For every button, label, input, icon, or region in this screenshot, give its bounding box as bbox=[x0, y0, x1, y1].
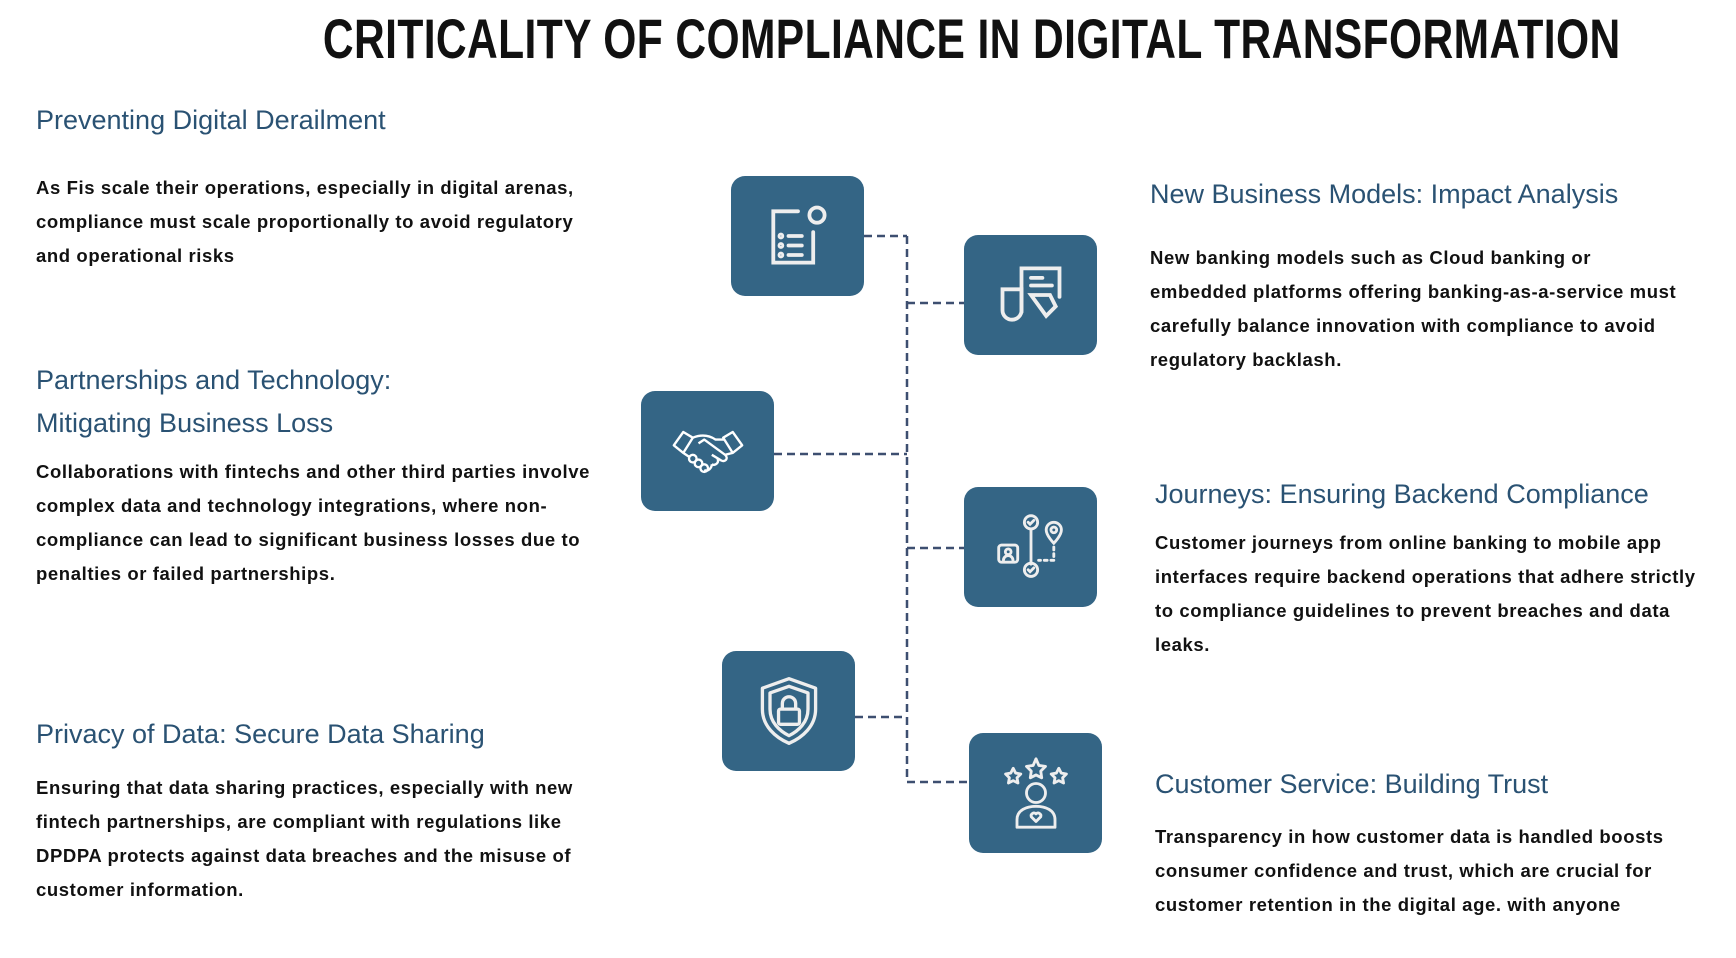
handshake-icon-box bbox=[641, 391, 774, 511]
page-title: CRITICALITY OF COMPLIANCE IN DIGITAL TRA… bbox=[322, 7, 1621, 70]
text-preventing-derailment: As Fis scale their operations, especiall… bbox=[36, 177, 574, 266]
handshake-icon bbox=[672, 430, 743, 474]
shield-lock-icon-box bbox=[722, 651, 855, 771]
checklist-icon bbox=[770, 205, 826, 265]
shield-lock-icon bbox=[760, 677, 817, 745]
text-partnerships: Collaborations with fintechs and other t… bbox=[36, 461, 591, 584]
customer-rating-icon-box bbox=[969, 733, 1102, 853]
journey-map-icon bbox=[996, 514, 1063, 578]
checklist-icon-box bbox=[731, 176, 864, 296]
heading-new-business-models: New Business Models: Impact Analysis bbox=[1150, 179, 1619, 209]
text-journeys: Customer journeys from online banking to… bbox=[1155, 532, 1696, 655]
heading-journeys: Journeys: Ensuring Backend Compliance bbox=[1155, 479, 1649, 509]
text-privacy: Ensuring that data sharing practices, es… bbox=[36, 777, 573, 900]
heading-privacy: Privacy of Data: Secure Data Sharing bbox=[36, 719, 485, 749]
text-customer-service: Transparency in how customer data is han… bbox=[1155, 826, 1664, 915]
heading-customer-service: Customer Service: Building Trust bbox=[1155, 769, 1549, 799]
heading-partnerships-line2: Mitigating Business Loss bbox=[36, 408, 334, 438]
customer-rating-icon bbox=[1003, 757, 1068, 829]
capsule-tag-icon bbox=[1000, 266, 1061, 322]
capsule-tag-icon-box bbox=[964, 235, 1097, 355]
heading-partnerships-line1: Partnerships and Technology: bbox=[36, 365, 392, 395]
text-new-business-models: New banking models such as Cloud banking… bbox=[1150, 247, 1677, 370]
journey-map-icon-box bbox=[964, 487, 1097, 607]
heading-preventing-derailment: Preventing Digital Derailment bbox=[36, 105, 386, 135]
